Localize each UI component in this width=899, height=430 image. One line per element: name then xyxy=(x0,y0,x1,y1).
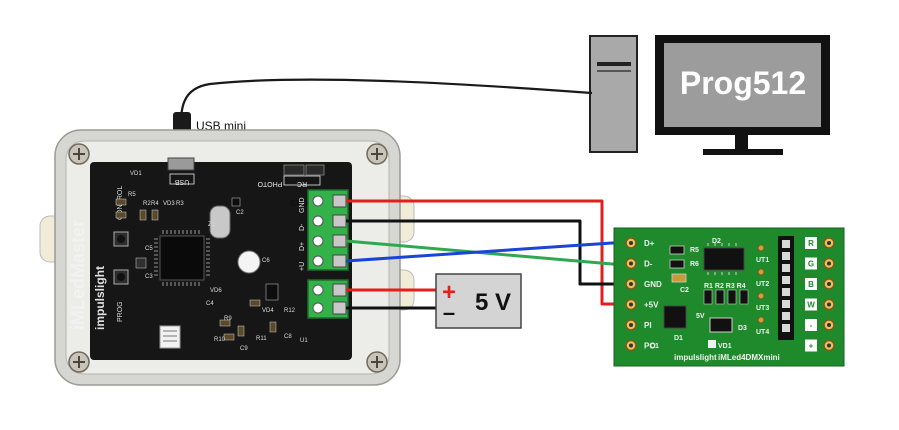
pad-hole xyxy=(629,323,633,327)
dmx-right-pin-label: W xyxy=(807,301,815,310)
microcontroller-chip-icon xyxy=(159,235,205,281)
screw-icon xyxy=(366,143,388,165)
pad-hole xyxy=(629,343,633,348)
dmx-left-pin-label: GND xyxy=(644,280,662,289)
dmx-right-pin-label: G xyxy=(808,260,814,269)
screw-icon xyxy=(68,143,90,165)
dmx-right-label-box xyxy=(805,339,817,352)
dmx-left-pin-label: PO xyxy=(644,342,656,351)
screw-icon xyxy=(68,351,90,373)
prog-silk: PROG xyxy=(117,301,124,322)
pad-hole xyxy=(827,343,831,348)
dmx-right-label-box xyxy=(805,319,817,331)
terminal-pin-label: GND xyxy=(290,199,308,208)
dmx-left-pin-label: D+ xyxy=(644,239,655,248)
screw-icon xyxy=(366,351,388,373)
black-wire xyxy=(346,219,624,286)
led-icon xyxy=(708,340,716,348)
pc-tower-icon xyxy=(589,35,638,153)
dmx-right-label-box xyxy=(805,237,817,249)
power-minus: – xyxy=(443,300,455,325)
io-connector-icon xyxy=(159,325,181,349)
dmx-right-pin-label: + xyxy=(809,342,814,351)
pad-hole xyxy=(827,282,831,286)
controller-pcb: iMLedMaster impulslight PROG CONTROL USB… xyxy=(68,157,352,360)
controller-brand: iMLedMaster xyxy=(68,220,88,330)
controller-signal-terminal: GND GND D- D+ +U xyxy=(290,189,349,271)
dmx-right-label-box xyxy=(805,257,817,270)
photo-sensor-icon xyxy=(237,250,261,274)
terminal-pin-label: D- xyxy=(299,223,306,231)
pad-hole xyxy=(629,302,633,307)
dmx-board: D+ D- GND +5V PI PO R G B W - + xyxy=(613,227,845,367)
dmx-right-pin-label: R xyxy=(808,239,814,248)
controller-power-terminal xyxy=(307,279,349,319)
svg-text:VD1 R5 R2 R4: VD1 R5 R2 R4 VD3 R3 C2 Z1 C6 C5 C3 VD6 C… xyxy=(128,171,309,352)
power-plus: + xyxy=(442,279,456,306)
svg-text:GND: GND xyxy=(290,199,308,208)
usb-silk: USB xyxy=(174,178,189,185)
pad-hole xyxy=(827,241,831,245)
pad-hole xyxy=(629,282,633,286)
pad-hole xyxy=(629,261,633,266)
pad-hole xyxy=(629,241,633,245)
red-wire xyxy=(346,199,624,306)
terminal-pin-label: +U xyxy=(299,262,306,271)
dmx-right-label-box xyxy=(805,298,817,311)
power-supply: + – 5 V xyxy=(435,273,522,329)
dmx-left-pin-label: +5V xyxy=(644,301,659,310)
dmx-board-maker: impulslight xyxy=(674,353,717,362)
rc-header-icon xyxy=(283,164,305,176)
usb-cable xyxy=(179,78,593,136)
power-voltage: 5 V xyxy=(475,289,511,316)
chip-icon xyxy=(703,247,745,271)
terminal-pin-label: GND xyxy=(299,197,306,213)
photo-silk: PHOTO xyxy=(257,180,282,187)
dmx-right-pin-label: B xyxy=(808,280,814,289)
usb-port-icon xyxy=(167,157,195,171)
crystal-icon xyxy=(209,205,231,239)
terminal-pin-label: D+ xyxy=(299,242,306,251)
rc-silk: RC xyxy=(297,180,307,187)
chip-icon xyxy=(663,305,687,329)
dmx-left-pin-label: PI xyxy=(644,321,652,330)
dmx-right-label-box xyxy=(805,278,817,290)
dmx-left-pin-label: D- xyxy=(644,260,653,269)
dmx-right-pin-label: - xyxy=(810,321,813,330)
monitor-icon: Prog512 xyxy=(655,35,830,155)
pad-hole xyxy=(827,261,831,266)
dmx-board-name: iMLed4DMXmini xyxy=(718,353,780,362)
monitor-text: Prog512 xyxy=(680,65,806,101)
controller-sub-brand: impulslight xyxy=(93,266,107,330)
pad-hole xyxy=(827,302,831,307)
svg-text:D2 R5 R6 C2: D2 R5 R6 C2 R1 R2 R3 R4 UT1 UT2 UT3 UT4 … xyxy=(650,238,771,350)
pad-hole xyxy=(827,323,831,327)
